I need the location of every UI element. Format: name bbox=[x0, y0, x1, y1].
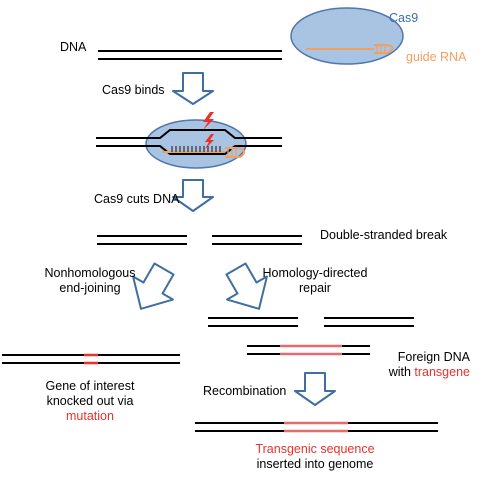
cas9-protein-with-guide bbox=[290, 7, 404, 65]
transgenic-line1: Transgenic sequence bbox=[255, 442, 375, 456]
cas9-label: Cas9 bbox=[389, 11, 419, 25]
transgenic-label: Transgenic sequence inserted into genome bbox=[235, 442, 395, 472]
foreign-dna bbox=[247, 344, 370, 356]
transgenic-line2: inserted into genome bbox=[256, 457, 374, 471]
guide-rna-label: guide RNA bbox=[406, 50, 467, 64]
cas9-protein bbox=[290, 7, 404, 65]
knockout-line1: Gene of interest bbox=[45, 379, 135, 393]
guide-rna-loop bbox=[374, 44, 394, 54]
arrow-cas9-cuts bbox=[172, 179, 214, 212]
cas9-binds-label: Cas9 binds bbox=[102, 83, 165, 97]
arrow-recombination bbox=[294, 372, 336, 406]
hdr-label: Homology-directed repair bbox=[250, 266, 380, 296]
cas9-bound-protein bbox=[145, 119, 247, 169]
double-break-label: Double-stranded break bbox=[320, 228, 448, 242]
dna-broken bbox=[97, 235, 302, 245]
foreign-dna-line2: with transgene bbox=[388, 365, 470, 379]
transgene-word: transgene bbox=[414, 365, 470, 379]
foreign-dna-label: Foreign DNA with transgene bbox=[366, 350, 470, 380]
cas9-bound-dna bbox=[96, 112, 282, 169]
dna-hdr-broken bbox=[208, 317, 414, 327]
dna-with-transgene bbox=[195, 421, 438, 433]
knockout-label: Gene of interest knocked out via mutatio… bbox=[20, 379, 160, 424]
lightning-bolt-icon bbox=[205, 134, 214, 149]
arrow-hdr bbox=[225, 262, 268, 310]
dna-label: DNA bbox=[60, 40, 87, 54]
foreign-dna-line1: Foreign DNA bbox=[397, 350, 470, 364]
nhej-label-line1: Nonhomologous bbox=[44, 266, 136, 280]
hdr-label-line2: repair bbox=[299, 281, 331, 295]
nhej-label-line2: end-joining bbox=[59, 281, 121, 295]
dna-knocked-out bbox=[2, 353, 180, 365]
arrow-nhej bbox=[132, 262, 175, 310]
knockout-line2: knocked out via bbox=[46, 394, 134, 408]
knockout-line3: mutation bbox=[66, 409, 114, 423]
hdr-label-line1: Homology-directed bbox=[262, 266, 368, 280]
lightning-bolt-icon bbox=[203, 112, 214, 130]
arrow-cas9-binds bbox=[172, 72, 214, 105]
guide-rna-teeth bbox=[376, 45, 386, 53]
dna-intact bbox=[98, 50, 282, 60]
nhej-label: Nonhomologous end-joining bbox=[30, 266, 150, 296]
recombination-label: Recombination bbox=[203, 384, 287, 398]
cas9-cuts-label: Cas9 cuts DNA bbox=[94, 192, 180, 206]
